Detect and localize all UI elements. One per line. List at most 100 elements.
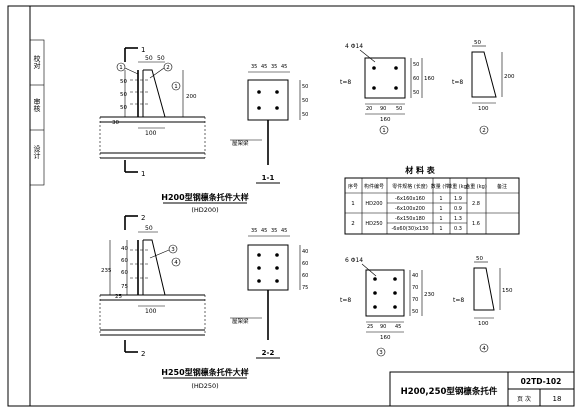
section2-mark-bottom: 2 [141, 350, 145, 358]
part4-label: 4 [482, 346, 486, 352]
section2-purlin-label: 屋架梁 [232, 317, 249, 325]
part1-thickness: t=8 [340, 79, 351, 86]
part3-plate: 6 Φ14 t=8 25 90 45 160 40 70 70 50 230 3 [340, 257, 435, 357]
signoff-label-design: 设计 [33, 144, 41, 160]
section1-dim-top-2: 50 [157, 55, 165, 62]
section1-dim-100: 100 [145, 130, 157, 137]
part3-thickness: t=8 [340, 297, 351, 304]
section2-mark-top: 2 [141, 214, 145, 222]
part1-dim-b1: 20 [366, 106, 372, 112]
part3-dim-b2: 90 [380, 324, 386, 330]
section2-plan-dim-1: 35 [251, 228, 257, 234]
table-row2-unit-b: 0.3 [454, 226, 462, 232]
table-row2-no: 2 [351, 221, 355, 227]
part3-label: 3 [379, 350, 383, 356]
table-row2-spec-b: -6x60(30)x130 [391, 226, 428, 232]
section2-dim-v1: 40 [121, 246, 128, 252]
section2-dim-25: 25 [115, 294, 122, 300]
part4-thickness: t=8 [453, 297, 464, 304]
part1-dim-width: 160 [380, 117, 391, 123]
section2-view-label: 2-2 [262, 349, 275, 357]
section1-subtitle: (HD200) [191, 206, 218, 214]
section2-callout-a: 3 [171, 247, 175, 253]
part3-bolt-spec: 6 Φ14 [345, 257, 363, 264]
part3-dim-width: 160 [380, 335, 391, 341]
part3-dim-s4: 50 [412, 309, 418, 315]
table-row1-total: 2.8 [472, 201, 480, 207]
table-row1-id: HD200 [365, 201, 382, 207]
part1-label: 1 [382, 128, 386, 134]
section2-callout-b: 4 [174, 260, 178, 266]
section1-mark-top: 1 [141, 46, 145, 54]
section2-subtitle: (HD250) [191, 382, 218, 390]
part3-dim-230: 230 [424, 292, 435, 298]
table-row2-qty-b: 1 [439, 226, 442, 232]
table-row1-qty-b: 1 [439, 206, 442, 212]
table-header-spec: 零件规格 (长度) [392, 183, 428, 190]
part3-dim-b3: 45 [395, 324, 401, 330]
part1-dim-s2: 60 [413, 76, 419, 82]
part2-plate: 50 t=8 200 100 2 [452, 40, 515, 135]
section1-dim-v3: 50 [120, 105, 127, 111]
section2-dim-top: 50 [145, 225, 153, 232]
section2-dim-v4: 75 [121, 284, 128, 290]
part4-dim-bottom: 100 [478, 321, 489, 327]
table-row1-unit-a: 1.9 [454, 196, 462, 202]
part2-dim-side: 200 [504, 74, 515, 80]
signoff-label-review: 审核 [33, 97, 41, 113]
section1-plan: 35 45 35 45 50 50 50 屋架梁 1-1 [230, 64, 308, 184]
page-label: 页 次 [517, 395, 531, 403]
section2-title: H250型钢檩条托件大样 [161, 367, 248, 377]
section2-elevation: 2 2 50 3 4 40 60 60 75 235 25 100 [99, 214, 206, 358]
part4-dim-side: 150 [502, 288, 513, 294]
section2-dim-v2: 60 [121, 258, 128, 264]
table-header-id: 构件编号 [364, 183, 384, 190]
table-row2-spec-a: -6x150x180 [395, 216, 425, 222]
section1-plan-dim-1: 35 [251, 64, 257, 70]
section2-dim-v3: 60 [121, 270, 128, 276]
section1-mark-bottom: 1 [141, 170, 145, 178]
section1-dim-v2: 50 [120, 92, 127, 98]
table-header-total: 合重 (kg) [465, 183, 487, 190]
section1-plan-dim-4: 45 [281, 64, 287, 70]
table-header-note: 备注 [497, 183, 507, 190]
signoff-label-check: 校对 [33, 54, 41, 69]
table-row2-unit-a: 1.3 [454, 216, 462, 222]
table-row2-qty-a: 1 [439, 216, 442, 222]
section1-plan-side-3: 50 [302, 112, 308, 118]
drawing-title: H200,250型钢檩条托件 [401, 386, 498, 397]
part1-dim-s1: 50 [413, 62, 419, 68]
part1-dim-160: 160 [424, 76, 435, 82]
section1-callout-c: 1 [174, 84, 178, 90]
page-number: 18 [553, 395, 562, 403]
table-row1-unit-b: 0.9 [454, 206, 462, 212]
section1-title: H200型钢檩条托件大样 [161, 192, 248, 202]
section2-plan-dim-2: 45 [261, 228, 267, 234]
section1-dim-v1: 50 [120, 79, 127, 85]
table-header-qty: 数量 (件) [431, 183, 452, 190]
part3-dim-s1: 40 [412, 273, 418, 279]
part3-dim-s3: 70 [412, 297, 418, 303]
section2-plan-side-2: 60 [302, 261, 308, 267]
material-table: 材 料 表 序号 构件编号 零件规格 (长度) 数量 (件) 单重 (kg) 合… [344, 165, 520, 235]
section2-plan-dim-3: 35 [271, 228, 277, 234]
section2-plan-side-1: 40 [302, 249, 308, 255]
part3-dim-s2: 70 [412, 285, 418, 291]
section1-plan-side-1: 50 [302, 84, 308, 90]
part1-bolt-spec: 4 Φ14 [345, 43, 363, 50]
table-row2-total: 1.6 [472, 221, 480, 227]
section1-dim-30: 30 [112, 120, 119, 126]
outer-frame [7, 5, 575, 407]
section1-callout-a: 1 [119, 65, 123, 71]
table-row2-id: HD250 [365, 221, 382, 227]
part2-label: 2 [482, 128, 486, 134]
table-row1-no: 1 [351, 201, 355, 207]
section2-dim-100: 100 [145, 308, 157, 315]
atlas-number: 02TD-102 [521, 377, 562, 386]
part2-thickness: t=8 [452, 79, 463, 86]
part2-dim-top: 50 [474, 40, 481, 46]
part2-dim-bottom: 100 [478, 106, 489, 112]
section1-elevation: 1 1 50 50 1 2 1 50 50 50 [99, 46, 206, 178]
